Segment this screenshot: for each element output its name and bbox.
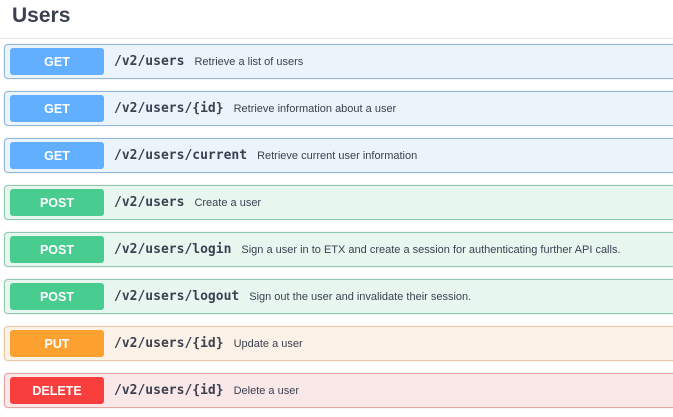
method-badge-delete: DELETE bbox=[10, 377, 104, 404]
endpoint-summary: Update a user bbox=[233, 337, 303, 350]
operation-delete-user[interactable]: DELETE /v2/users/{id} Delete a user bbox=[4, 373, 673, 408]
operation-get-user-by-id[interactable]: GET /v2/users/{id} Retrieve information … bbox=[4, 91, 673, 126]
operation-put-user[interactable]: PUT /v2/users/{id} Update a user bbox=[4, 326, 673, 361]
endpoint-path: /v2/users/{id} bbox=[114, 336, 224, 351]
endpoint-path: /v2/users/logout bbox=[114, 289, 240, 304]
operation-get-users[interactable]: GET /v2/users Retrieve a list of users bbox=[4, 44, 673, 79]
endpoint-summary: Sign a user in to ETX and create a sessi… bbox=[241, 243, 621, 256]
operation-get-current-user[interactable]: GET /v2/users/current Retrieve current u… bbox=[4, 138, 673, 173]
endpoint-path: /v2/users bbox=[114, 54, 185, 69]
endpoint-summary: Retrieve a list of users bbox=[194, 55, 304, 68]
method-badge-get: GET bbox=[10, 142, 104, 169]
endpoint-summary: Sign out the user and invalidate their s… bbox=[249, 290, 472, 303]
endpoint-summary: Retrieve information about a user bbox=[233, 102, 397, 115]
endpoint-summary: Delete a user bbox=[233, 384, 300, 397]
operation-post-login[interactable]: POST /v2/users/login Sign a user in to E… bbox=[4, 232, 673, 267]
endpoint-path: /v2/users/login bbox=[114, 242, 232, 257]
method-badge-put: PUT bbox=[10, 330, 104, 357]
method-badge-post: POST bbox=[10, 189, 104, 216]
endpoint-path: /v2/users/{id} bbox=[114, 383, 224, 398]
method-badge-get: GET bbox=[10, 48, 104, 75]
section-title-users[interactable]: Users bbox=[12, 4, 71, 27]
endpoint-path: /v2/users/{id} bbox=[114, 101, 224, 116]
operation-post-logout[interactable]: POST /v2/users/logout Sign out the user … bbox=[4, 279, 673, 314]
endpoint-path: /v2/users bbox=[114, 195, 185, 210]
operation-post-users[interactable]: POST /v2/users Create a user bbox=[4, 185, 673, 220]
method-badge-post: POST bbox=[10, 236, 104, 263]
method-badge-post: POST bbox=[10, 283, 104, 310]
endpoint-summary: Create a user bbox=[194, 196, 262, 209]
endpoint-path: /v2/users/current bbox=[114, 148, 248, 163]
method-badge-get: GET bbox=[10, 95, 104, 122]
endpoint-summary: Retrieve current user information bbox=[257, 149, 418, 162]
title-divider bbox=[0, 38, 673, 39]
